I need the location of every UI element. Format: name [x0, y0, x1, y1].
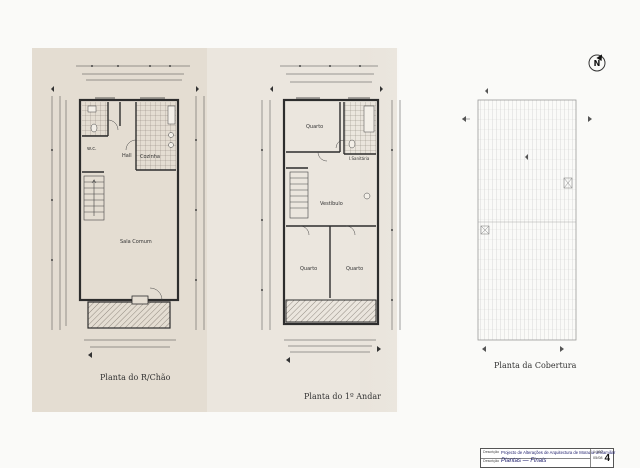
caption-roof: Planta da Cobertura	[494, 361, 577, 370]
title-block-side: 1:100 05/08 4	[590, 449, 613, 467]
room-label-kitchen: Cozinha	[140, 154, 160, 160]
room-label-bathroom: I.Sanitária	[349, 156, 370, 161]
room-label-vestibule: Vestíbulo	[320, 200, 343, 207]
title-block: Descrição Projecto de Alterações de Arqu…	[480, 448, 615, 468]
room-label-bedroom-2: Quarto	[300, 266, 317, 272]
first-floor-plan: Quarto I.Sanitária Vestíbulo Quarto Quar…	[261, 65, 401, 363]
room-label-hall: Hall	[122, 153, 132, 159]
room-label-common-room: Sala Comum	[120, 239, 152, 245]
room-label-bedroom-3: Quarto	[346, 266, 363, 272]
north-letter: N	[594, 59, 601, 68]
sheet-title: Plantas — Finais	[501, 458, 547, 464]
title-block-sheet-row: Descrição Plantas — Finais	[481, 458, 591, 467]
roof-plan	[462, 88, 592, 352]
title-block-project-row: Descrição Projecto de Alterações de Arqu…	[481, 449, 615, 459]
ground-floor-plan: w.c. Hall Cozinha Sala Comum	[51, 65, 205, 358]
caption-first-floor: Planta do 1º Andar	[304, 392, 381, 401]
caption-ground-floor: Planta do R/Chão	[100, 373, 171, 382]
sheet-number: 4	[604, 453, 610, 464]
date: 05/08	[593, 456, 603, 460]
north-arrow-icon: N	[588, 54, 606, 72]
room-label-wc: w.c.	[87, 146, 97, 152]
project-title: Projecto de Alterações de Arquitectura d…	[501, 450, 616, 455]
scale: 1:100	[593, 450, 603, 454]
project-label: Descrição	[483, 450, 499, 454]
room-label-bedroom-1: Quarto	[306, 124, 323, 130]
sheet-label: Descrição	[483, 459, 499, 463]
